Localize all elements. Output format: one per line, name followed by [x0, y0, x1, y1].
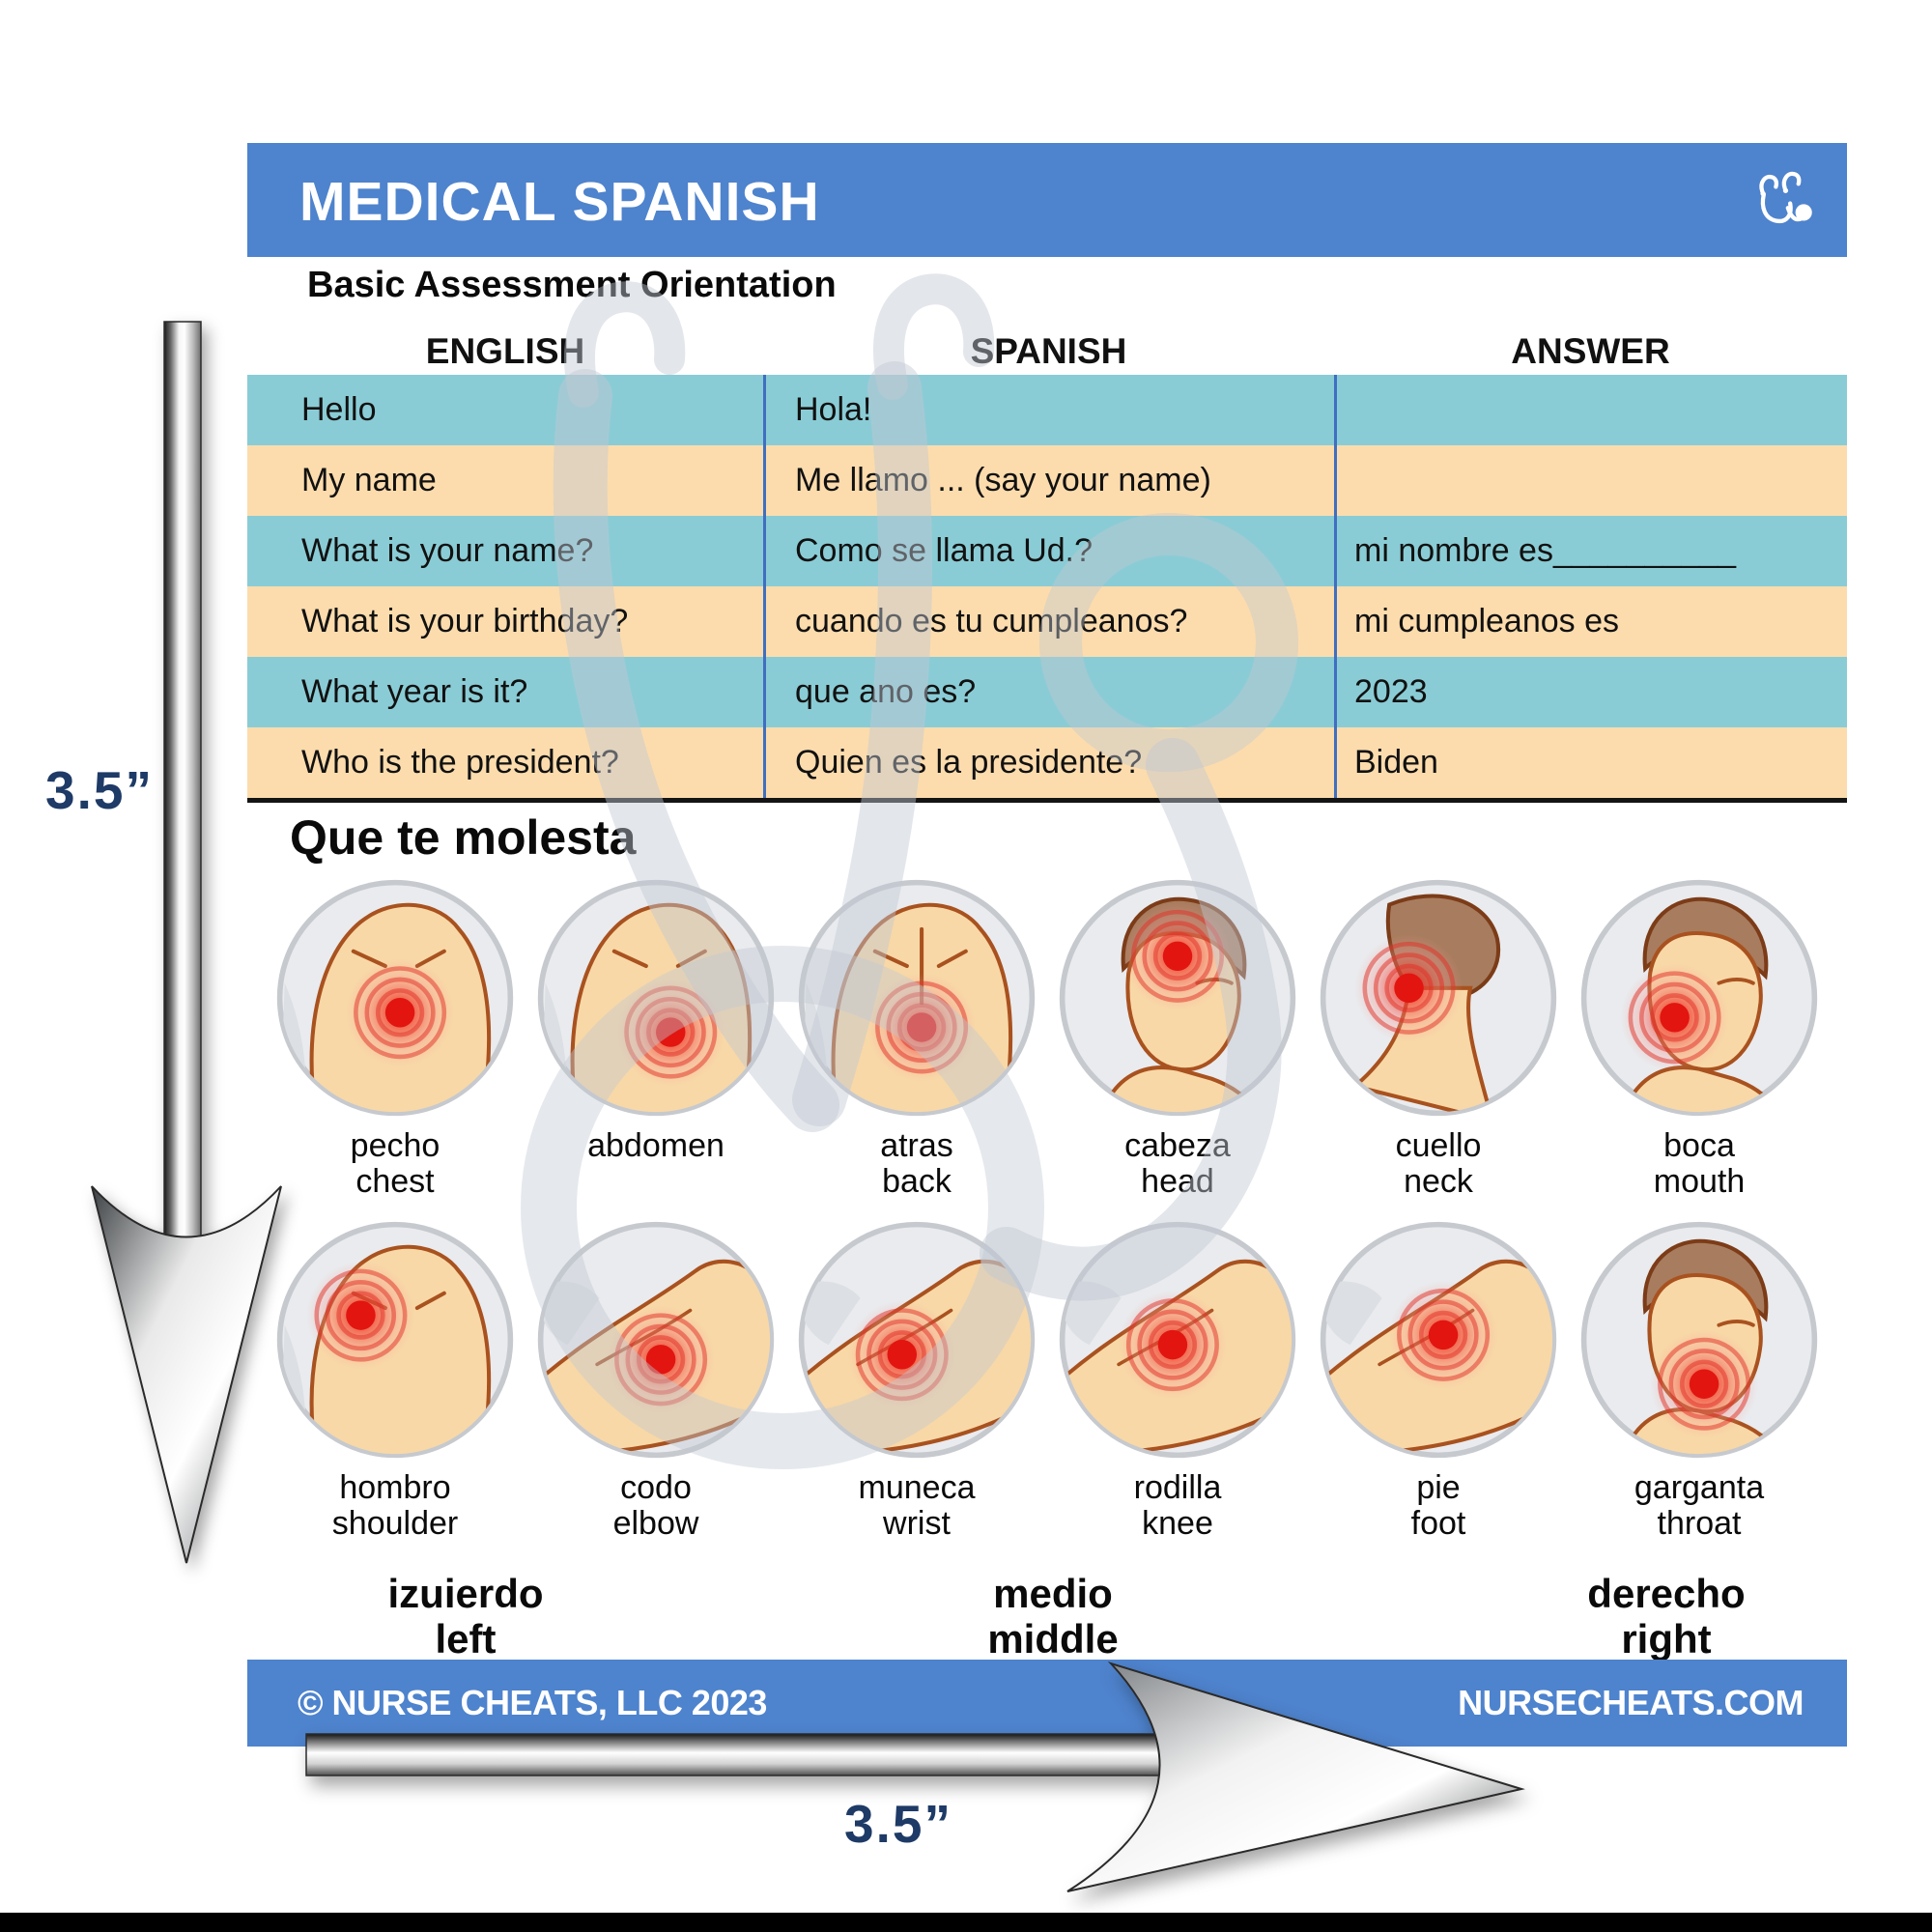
cheat-sheet-card: MEDICAL SPANISH Basic Assessment Orienta…: [247, 143, 1847, 1747]
body-part-illustration-shoulder: [272, 1217, 518, 1463]
part-label-en: throat: [1657, 1505, 1742, 1542]
bottom-crop-bar: [0, 1913, 1932, 1932]
cell-answer: 2023: [1334, 657, 1847, 727]
body-part-illustration-knee: [1055, 1217, 1300, 1463]
part-label-es: pecho: [350, 1127, 440, 1164]
part-label-en: elbow: [612, 1505, 699, 1542]
table-row: Hello Hola!: [247, 375, 1847, 445]
part-label-es: cabeza: [1124, 1127, 1231, 1164]
cell-spanish: Quien es la presidente?: [763, 727, 1334, 798]
footer-copyright: © NURSE CHEATS, LLC 2023: [298, 1683, 767, 1722]
section-heading: Que te molesta: [290, 810, 637, 865]
orientation-label-middle: medio middle: [987, 1571, 1119, 1662]
cell-answer: [1334, 445, 1847, 516]
cell-answer: mi nombre es__________: [1334, 516, 1847, 586]
part-label-es: hombro: [339, 1469, 451, 1506]
part-label-en: chest: [355, 1163, 435, 1200]
cell-english: What is your name?: [301, 532, 594, 569]
table-row: What is your birthday? cuando es tu cump…: [247, 586, 1847, 657]
phrase-table: Hello Hola! My name Me llamo ... (say yo…: [247, 375, 1847, 803]
footer-website: NURSECHEATS.COM: [1458, 1683, 1804, 1722]
cell-answer: Biden: [1334, 727, 1847, 798]
part-label-en: foot: [1410, 1505, 1466, 1542]
card-title: MEDICAL SPANISH: [299, 171, 820, 233]
body-part-illustration-foot: [1316, 1217, 1561, 1463]
part-label-es: muneca: [858, 1469, 976, 1506]
column-header-answer: ANSWER: [1511, 331, 1670, 371]
part-label-en: back: [882, 1163, 952, 1200]
horizontal-measure-label: 3.5”: [844, 1794, 952, 1854]
body-part-illustration-abdomen: [533, 875, 779, 1121]
body-part-illustration-neck: [1316, 875, 1561, 1121]
part-label-es: atras: [880, 1127, 953, 1164]
body-part-illustration-back: [794, 875, 1039, 1121]
vertical-measure-label: 3.5”: [45, 760, 154, 820]
part-label-es: cuello: [1395, 1127, 1482, 1164]
cell-english: Hello: [301, 391, 377, 428]
column-header-spanish: SPANISH: [970, 331, 1127, 371]
cell-spanish: cuando es tu cumpleanos?: [763, 586, 1334, 657]
body-part-item: abdomen: [533, 875, 779, 1200]
body-part-illustration-mouth: [1577, 875, 1822, 1121]
table-row: My name Me llamo ... (say your name): [247, 445, 1847, 516]
body-part-illustration-wrist: [794, 1217, 1039, 1463]
cell-answer: [1334, 375, 1847, 445]
cell-spanish: que ano es?: [763, 657, 1334, 727]
part-label-en: shoulder: [331, 1505, 459, 1542]
table-row: What is your name? Como se llama Ud.? mi…: [247, 516, 1847, 586]
orientation-label-right: derecho right: [1587, 1571, 1746, 1662]
body-part-illustration-elbow: [533, 1217, 779, 1463]
part-label-es: rodilla: [1133, 1469, 1222, 1506]
card-footer-bar: © NURSE CHEATS, LLC 2023 NURSECHEATS.COM: [247, 1660, 1847, 1747]
part-label-en: wrist: [883, 1505, 951, 1542]
part-label-es: abdomen: [587, 1127, 724, 1164]
part-label-en: head: [1141, 1163, 1214, 1200]
table-row: What year is it? que ano es? 2023: [247, 657, 1847, 727]
part-label-es: boca: [1663, 1127, 1735, 1164]
table-row: Who is the president? Quien es la presid…: [247, 727, 1847, 798]
cell-english: What is your birthday?: [301, 603, 629, 639]
card-header-bar: MEDICAL SPANISH: [247, 143, 1847, 257]
card-subtitle: Basic Assessment Orientation: [307, 265, 837, 305]
cell-spanish: Me llamo ... (say your name): [763, 445, 1334, 516]
cell-english: Who is the president?: [301, 744, 619, 781]
part-label-en: mouth: [1653, 1163, 1746, 1200]
cell-english: What year is it?: [301, 673, 528, 710]
body-part-illustration-throat: [1577, 1217, 1822, 1463]
part-label-es: codo: [620, 1469, 692, 1506]
body-part-illustration-chest: [272, 875, 518, 1121]
part-label-en: knee: [1142, 1505, 1213, 1542]
cell-answer: mi cumpleanos es: [1334, 586, 1847, 657]
cell-spanish: Hola!: [763, 375, 1334, 445]
stethoscope-icon: [1743, 164, 1818, 240]
body-part-illustration-head: [1055, 875, 1300, 1121]
column-header-english: ENGLISH: [425, 331, 585, 371]
part-label-en: neck: [1404, 1163, 1473, 1200]
cell-english: My name: [301, 462, 437, 498]
orientation-label-left: izuierdo left: [387, 1571, 544, 1662]
table-column-headers: ENGLISH SPANISH ANSWER: [247, 328, 1847, 375]
part-label-es: pie: [1416, 1469, 1461, 1506]
cell-spanish: Como se llama Ud.?: [763, 516, 1334, 586]
part-label-es: garganta: [1634, 1469, 1765, 1506]
